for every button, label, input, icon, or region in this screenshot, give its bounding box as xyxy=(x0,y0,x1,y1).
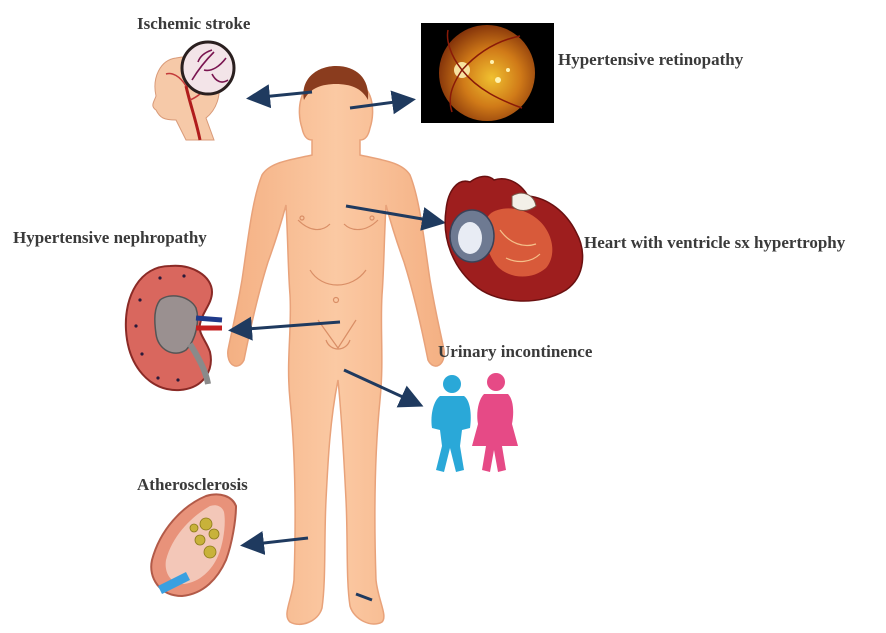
label-urinary-incontinence: Urinary incontinence xyxy=(438,342,592,362)
label-hypertensive-retinopathy: Hypertensive retinopathy xyxy=(558,50,743,70)
label-atherosclerosis: Atherosclerosis xyxy=(137,475,248,495)
kidney-illustration xyxy=(126,266,222,390)
label-hypertensive-nephropathy: Hypertensive nephropathy xyxy=(13,228,207,248)
stroke-head-illustration xyxy=(153,42,234,140)
artery-illustration xyxy=(151,494,236,596)
incontinence-figures xyxy=(431,373,518,472)
heart-illustration xyxy=(445,176,582,301)
label-ischemic-stroke: Ischemic stroke xyxy=(137,14,250,34)
human-body xyxy=(228,66,444,624)
male-figure-icon xyxy=(431,375,470,472)
female-figure-icon xyxy=(472,373,518,472)
magnifier-icon xyxy=(182,42,234,94)
label-heart-hypertrophy: Heart with ventricle sx hypertrophy xyxy=(584,233,845,253)
retina-image xyxy=(421,23,554,123)
